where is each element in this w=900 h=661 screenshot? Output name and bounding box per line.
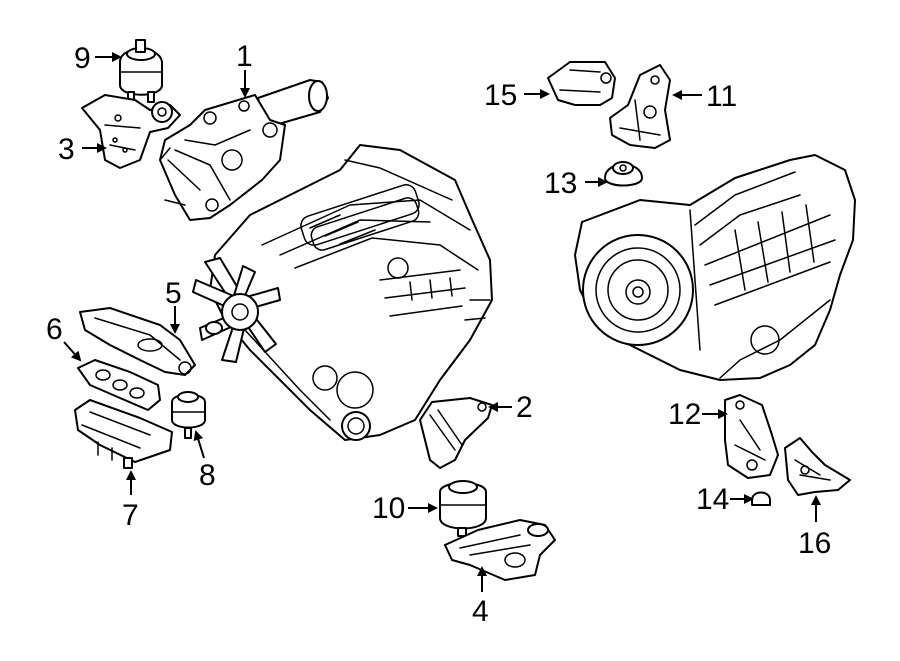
callout-5: 5 — [165, 277, 182, 310]
callout-8: 8 — [199, 459, 216, 492]
part-9-engine-mount — [119, 39, 163, 103]
callout-10: 10 — [372, 492, 405, 525]
part-12-bracket — [724, 394, 779, 479]
callout-4: 4 — [472, 595, 489, 628]
callout-11: 11 — [706, 80, 737, 113]
callout-3: 3 — [58, 133, 75, 166]
part-5-bracket-plate — [79, 307, 196, 376]
part-15-bracket — [547, 61, 616, 106]
part-4-bracket — [444, 519, 556, 581]
part-6-mount-plate — [77, 359, 161, 411]
part-14-nut — [751, 491, 771, 506]
cooling-fan — [192, 257, 281, 363]
callout-13: 13 — [544, 167, 577, 200]
part-7-base-plate — [74, 399, 173, 469]
part-1-oil-filter-bracket — [159, 79, 329, 221]
part-11-bracket — [609, 64, 671, 149]
engine-block — [209, 144, 493, 441]
part-10-engine-mount — [439, 480, 487, 537]
callout-16: 16 — [798, 527, 831, 560]
leader-lines — [63, 52, 821, 592]
leader-8 — [193, 430, 205, 459]
leader-6 — [63, 341, 82, 362]
part-13-mount — [604, 161, 643, 187]
part-8-engine-mount — [171, 391, 206, 439]
callout-12: 12 — [668, 398, 701, 431]
part-16-bracket — [784, 437, 851, 496]
callout-7: 7 — [122, 499, 139, 532]
callout-6: 6 — [46, 313, 63, 346]
transmission — [574, 154, 856, 381]
callout-9: 9 — [74, 42, 91, 75]
callout-1: 1 — [236, 40, 253, 73]
part-2-bracket — [419, 397, 493, 469]
callout-14: 14 — [696, 483, 729, 516]
callout-15: 15 — [484, 79, 517, 112]
callout-2: 2 — [516, 391, 533, 424]
callout-labels: 1 2 3 4 5 6 7 8 9 10 11 12 13 14 15 16 — [46, 40, 831, 628]
